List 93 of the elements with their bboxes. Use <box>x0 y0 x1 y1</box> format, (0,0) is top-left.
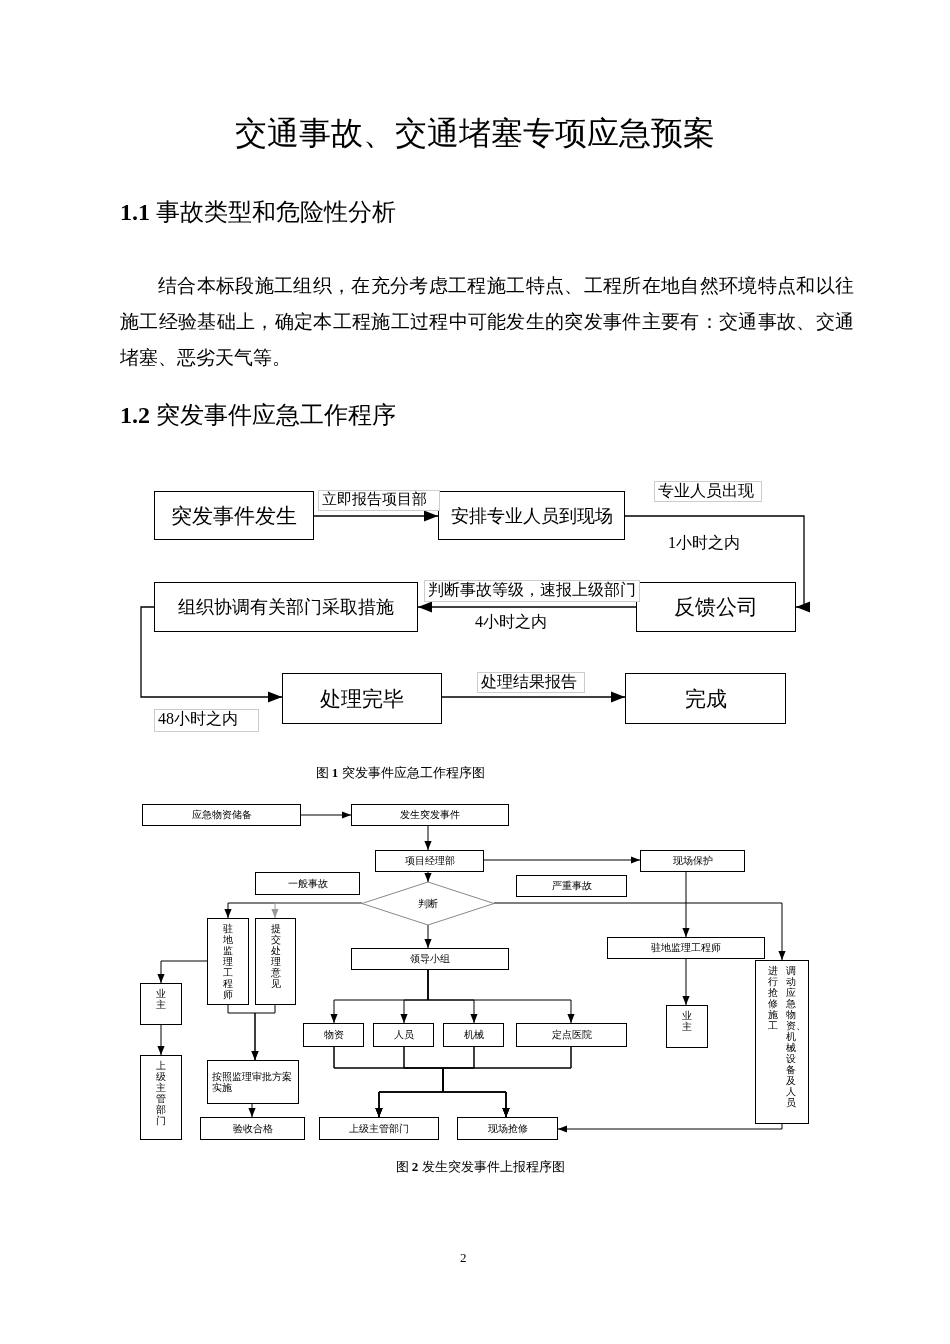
connector-arrow <box>424 924 432 949</box>
box-label: 突发事件发生 <box>171 502 297 530</box>
process-box <box>140 1055 182 1140</box>
edge-label: 48小时之内 <box>154 709 259 732</box>
process-box <box>666 1005 708 1048</box>
connector-arrow <box>424 825 432 851</box>
process-box <box>516 875 627 897</box>
process-box <box>351 804 509 826</box>
edge-label: 专业人员出现 <box>654 481 762 502</box>
box-label: 严重事故 <box>551 879 592 893</box>
edge-label: 立即报告项目部 <box>318 490 440 511</box>
process-box <box>282 673 442 724</box>
time-label: 4小时之内 <box>475 612 547 632</box>
paragraph: 结合本标段施工组织，在充分考虑工程施工特点、工程所在地自然环境特点和以往施工经验基础上，确定本工程施工过程中可能发生的突发事件主要有：交通事故、交通堵塞、恶劣天气等。 <box>120 274 854 370</box>
process-box <box>255 872 360 895</box>
box-label: 机械 <box>463 1028 484 1042</box>
box-label: 人员 <box>393 1028 414 1042</box>
time-label: 1小时之内 <box>668 533 740 553</box>
process-box <box>516 1023 627 1047</box>
connector-arrow <box>682 871 690 938</box>
connector-arrow <box>157 960 208 984</box>
box-label: 业主 <box>156 988 166 1010</box>
box-label: 判断 <box>418 896 438 911</box>
process-box <box>375 850 484 872</box>
figure-caption: 图 2 发生突发事件上报程序图 <box>394 1158 566 1176</box>
box-label: 定点医院 <box>551 1028 592 1042</box>
connector-arrow <box>424 871 432 883</box>
process-box <box>457 1117 558 1140</box>
connector-arrow <box>493 902 786 961</box>
box-label: 一般事故 <box>287 876 328 891</box>
box-label: 进行抢修施工 <box>768 965 778 1031</box>
connector-arrow <box>251 1004 276 1061</box>
connector-arrow <box>417 601 637 613</box>
box-label: 现场保护 <box>672 854 713 868</box>
process-box <box>200 1117 305 1140</box>
connector-arrow <box>248 1103 256 1118</box>
process-box <box>755 960 809 1124</box>
box-label: 项目经理部 <box>404 854 455 868</box>
process-box <box>303 1023 364 1047</box>
box-label: 上级主管部门 <box>349 1121 409 1136</box>
box-label: 上级主管部门 <box>156 1060 166 1126</box>
process-box <box>438 491 625 540</box>
box-label: 驻地监理工程师 <box>651 941 721 955</box>
process-box <box>154 491 314 540</box>
process-box <box>373 1023 434 1047</box>
connector-arrow <box>557 1123 783 1133</box>
connector-arrow <box>140 606 283 703</box>
box-label: 应急物资储备 <box>191 808 252 822</box>
process-box <box>319 1117 439 1140</box>
connector-arrow <box>427 969 575 1024</box>
connector-arrow <box>271 902 363 919</box>
box-label: 物资 <box>323 1028 344 1042</box>
box-label: 发生突发事件 <box>400 808 460 822</box>
box-label: 组织协调有关部门采取措施 <box>178 596 394 619</box>
process-box <box>140 983 182 1025</box>
process-box <box>154 582 418 632</box>
process-box <box>142 804 301 826</box>
box-label: 处理完毕 <box>320 685 404 713</box>
box-label: 现场抢修 <box>487 1121 528 1136</box>
box-label: 提交处理意见 <box>270 923 281 989</box>
connector-arrow <box>483 856 641 864</box>
box-label: 驻地监理工程师 <box>223 923 233 1000</box>
page-title: 交通事故、交通堵塞专项应急预案 <box>234 114 716 153</box>
connector-arrow <box>157 1024 165 1056</box>
process-box <box>207 1060 299 1104</box>
box-label: 安排专业人员到现场 <box>450 504 613 528</box>
process-box <box>255 918 296 1005</box>
connector-arrow <box>313 510 439 522</box>
connector-arrow <box>300 811 352 819</box>
process-box <box>443 1023 504 1047</box>
box-label: 反馈公司 <box>674 594 758 621</box>
process-box <box>207 918 249 1005</box>
process-box <box>636 582 796 632</box>
connector-arrow <box>441 691 626 703</box>
connector-arrow <box>682 958 690 1006</box>
box-label: 领导小组 <box>410 952 450 966</box>
box-label: 按照监理审批方案实施 <box>211 1070 293 1094</box>
box-label: 验收合格 <box>232 1121 273 1136</box>
process-box <box>640 850 745 872</box>
process-box <box>607 937 765 959</box>
process-box <box>625 673 786 724</box>
edge-label: 处理结果报告 <box>477 672 585 693</box>
box-label: 完成 <box>684 685 727 713</box>
connector-arrow <box>624 515 810 613</box>
process-box <box>351 948 509 970</box>
heading: 1.2 突发事件应急工作程序 <box>120 401 396 430</box>
figure-caption: 图 1 突发事件应急工作程序图 <box>314 764 486 782</box>
edge-label: 判断事故等级，速报上级部门 <box>424 580 640 602</box>
page-number: 2 <box>460 1250 467 1266</box>
decision-diamond <box>362 882 494 925</box>
connector-arrow <box>442 1046 572 1118</box>
box-label: 业主 <box>682 1010 692 1032</box>
heading: 1.1 事故类型和危险性分析 <box>120 198 396 227</box>
